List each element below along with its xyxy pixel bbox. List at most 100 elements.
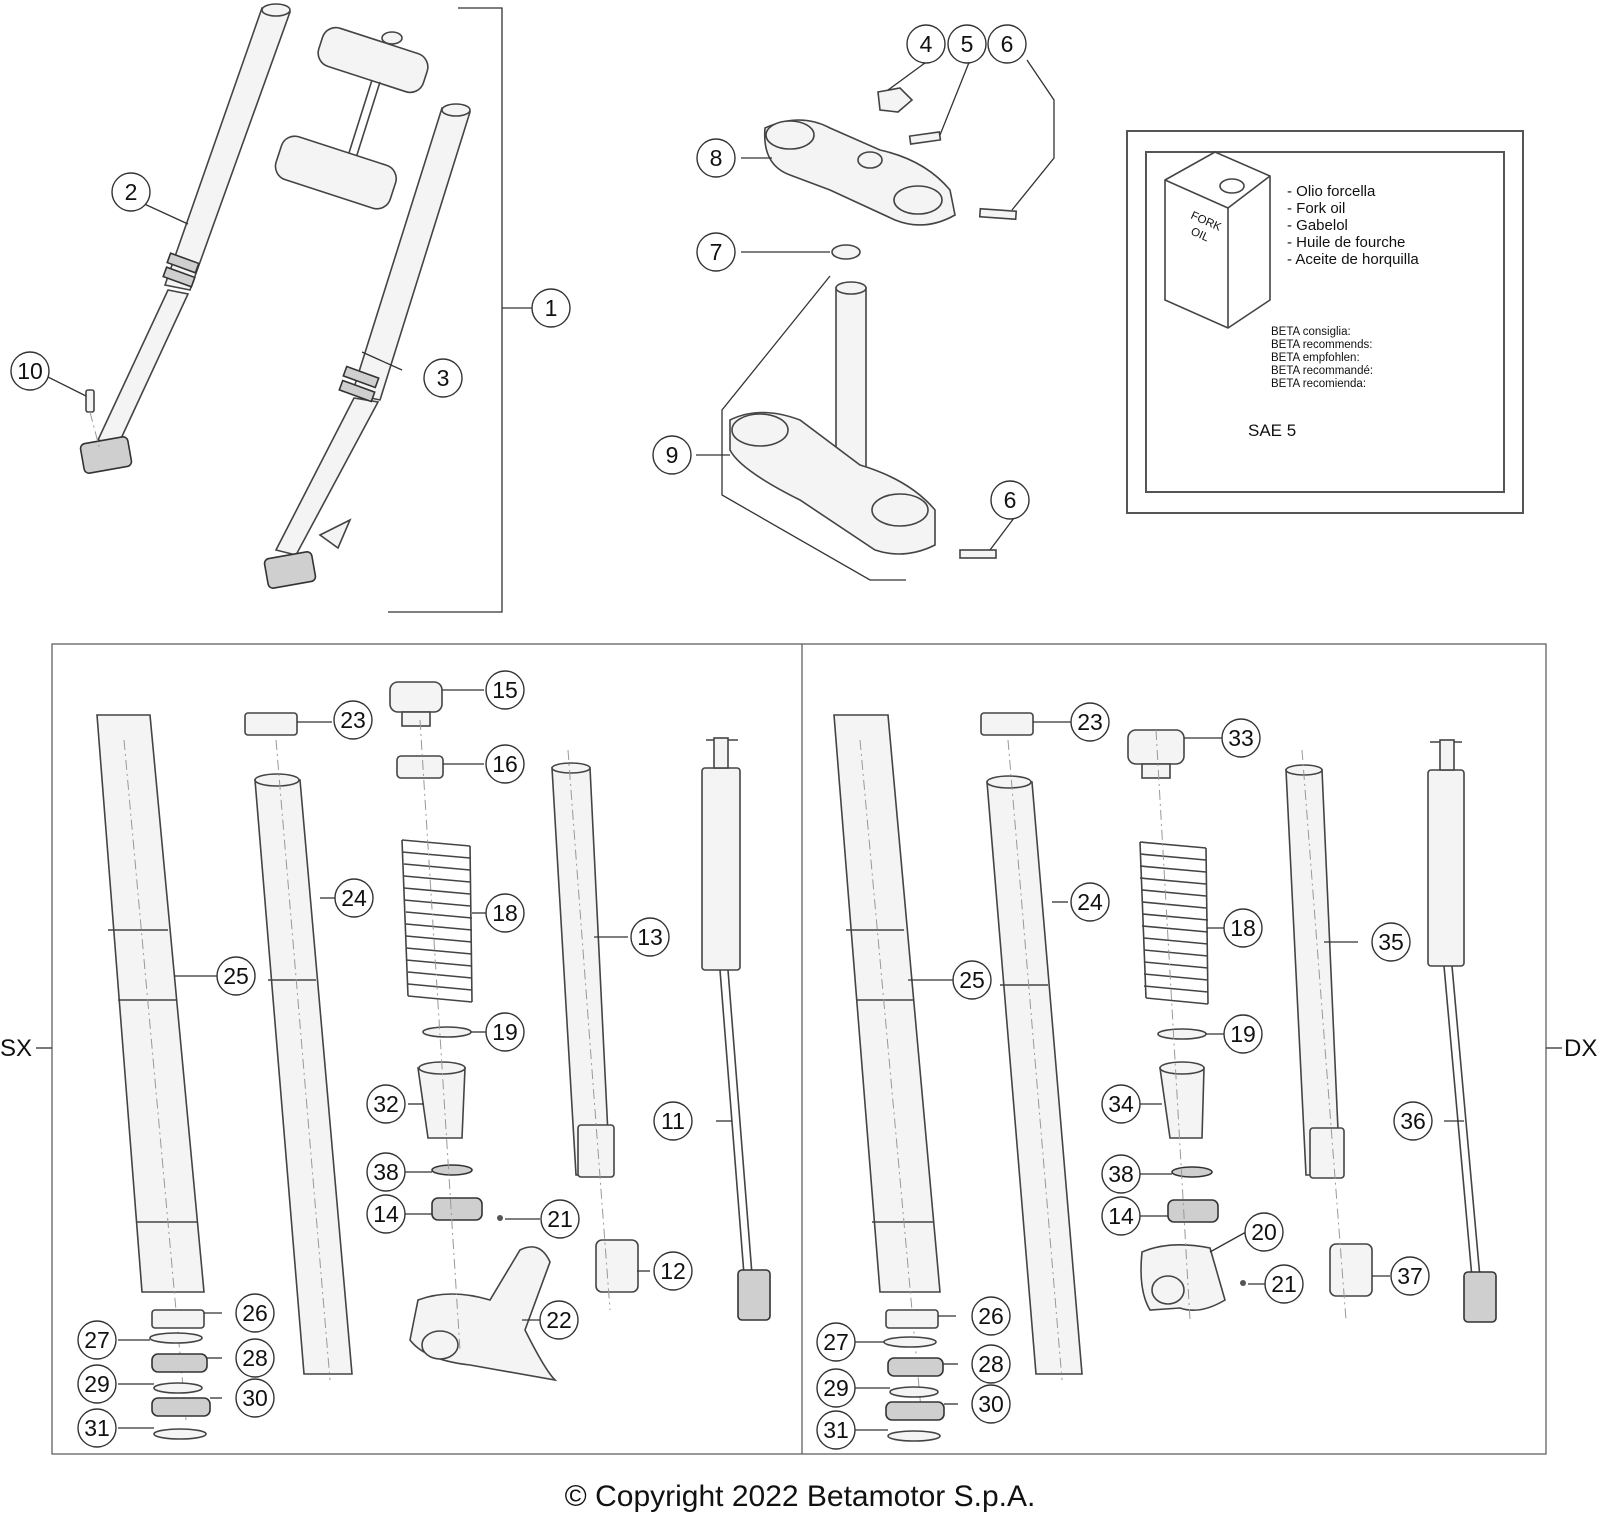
callout-sx-24: 24 <box>334 878 374 918</box>
svg-text:18: 18 <box>492 900 518 926</box>
svg-text:19: 19 <box>492 1019 518 1045</box>
svg-text:1: 1 <box>545 295 558 321</box>
callout-sx-15: 15 <box>485 670 525 710</box>
svg-text:23: 23 <box>340 707 366 733</box>
copyright-notice: © Copyright 2022 Betamotor S.p.A. <box>564 1480 1036 1513</box>
callout-4: 4 <box>906 24 946 64</box>
callout-dx-14: 14 <box>1101 1196 1141 1236</box>
oil-grade: SAE 5 <box>1248 421 1296 440</box>
recommends-es: BETA recomienda: <box>1271 378 1366 390</box>
svg-text:6: 6 <box>1004 487 1017 513</box>
svg-text:33: 33 <box>1228 725 1254 751</box>
svg-text:26: 26 <box>978 1303 1004 1329</box>
side-label-sx: SX <box>0 1035 32 1062</box>
callout-sx-29: 29 <box>77 1364 117 1404</box>
dx-exploded-view <box>833 712 1497 1442</box>
svg-text:7: 7 <box>710 239 723 265</box>
svg-text:31: 31 <box>823 1417 849 1443</box>
callout-7: 7 <box>696 232 736 272</box>
svg-text:38: 38 <box>373 1159 399 1185</box>
svg-text:21: 21 <box>547 1206 573 1232</box>
svg-text:5: 5 <box>961 31 974 57</box>
svg-text:4: 4 <box>920 31 933 57</box>
spring-dx <box>1139 841 1209 1005</box>
svg-text:28: 28 <box>978 1351 1004 1377</box>
callout-dx-34: 34 <box>1101 1084 1141 1124</box>
exploded-view-frame <box>51 643 1547 1455</box>
svg-text:30: 30 <box>242 1385 268 1411</box>
recommends-de: BETA empfohlen: <box>1271 352 1360 364</box>
callout-dx-24: 24 <box>1070 882 1110 922</box>
svg-text:24: 24 <box>1077 889 1103 915</box>
callout-sx-30: 30 <box>235 1378 275 1418</box>
callout-dx-20: 20 <box>1244 1212 1284 1252</box>
callout-5: 5 <box>947 24 987 64</box>
svg-text:32: 32 <box>373 1091 399 1117</box>
callout-dx-36: 36 <box>1393 1101 1433 1141</box>
svg-text:29: 29 <box>84 1371 110 1397</box>
callout-dx-35: 35 <box>1371 922 1411 962</box>
callouts: 1 2 3 4 5 6 6 7 8 9 10 15 16 23 24 25 18… <box>10 24 1433 1450</box>
callout-dx-26: 26 <box>971 1296 1011 1336</box>
svg-text:38: 38 <box>1108 1161 1134 1187</box>
callout-dx-25: 25 <box>952 960 992 1000</box>
svg-text:34: 34 <box>1108 1091 1134 1117</box>
callout-sx-32: 32 <box>366 1084 406 1124</box>
svg-text:19: 19 <box>1230 1021 1256 1047</box>
recommends-it: BETA consiglia: <box>1271 326 1351 338</box>
svg-text:27: 27 <box>84 1327 110 1353</box>
recommends-fr: BETA recommandé: <box>1271 365 1373 377</box>
callout-sx-16: 16 <box>485 744 525 784</box>
svg-text:9: 9 <box>666 442 679 468</box>
callout-sx-13: 13 <box>630 917 670 957</box>
fork-oil-box: FORK OIL - Olio forcella - Fork oil - Ga… <box>1126 130 1524 514</box>
callout-6-upper: 6 <box>987 24 1027 64</box>
svg-text:15: 15 <box>492 677 518 703</box>
callout-sx-12: 12 <box>653 1251 693 1291</box>
svg-text:37: 37 <box>1397 1263 1423 1289</box>
callout-sx-11: 11 <box>653 1101 693 1141</box>
oil-name-en: - Fork oil <box>1287 200 1345 217</box>
svg-text:27: 27 <box>823 1329 849 1355</box>
svg-text:14: 14 <box>373 1201 399 1227</box>
callout-dx-33: 33 <box>1221 718 1261 758</box>
svg-text:29: 29 <box>823 1375 849 1401</box>
svg-text:25: 25 <box>959 967 985 993</box>
callout-dx-19: 19 <box>1223 1014 1263 1054</box>
svg-text:30: 30 <box>978 1391 1004 1417</box>
svg-text:2: 2 <box>125 179 138 205</box>
callout-dx-28: 28 <box>971 1344 1011 1384</box>
callout-sx-23: 23 <box>333 700 373 740</box>
oil-name-fr: - Huile de fourche <box>1287 234 1405 251</box>
svg-text:26: 26 <box>242 1300 268 1326</box>
svg-text:11: 11 <box>661 1108 685 1134</box>
svg-text:36: 36 <box>1400 1108 1426 1134</box>
callout-8: 8 <box>696 138 736 178</box>
callout-sx-21: 21 <box>540 1199 580 1239</box>
svg-text:13: 13 <box>637 924 663 950</box>
svg-text:28: 28 <box>242 1345 268 1371</box>
sx-exploded-view <box>96 681 771 1440</box>
callout-dx-21: 21 <box>1264 1264 1304 1304</box>
callout-dx-31: 31 <box>816 1410 856 1450</box>
svg-text:20: 20 <box>1251 1219 1277 1245</box>
oil-name-es: - Aceite de horquilla <box>1287 251 1419 268</box>
callout-dx-18: 18 <box>1223 908 1263 948</box>
callout-9: 9 <box>652 435 692 475</box>
svg-text:25: 25 <box>223 963 249 989</box>
svg-text:23: 23 <box>1077 709 1103 735</box>
svg-text:35: 35 <box>1378 929 1404 955</box>
callout-sx-31: 31 <box>77 1408 117 1448</box>
callout-2: 2 <box>111 172 151 212</box>
svg-text:22: 22 <box>546 1307 572 1333</box>
callout-sx-19: 19 <box>485 1012 525 1052</box>
oil-name-de: - Gabelol <box>1287 217 1348 234</box>
spring-sx <box>401 839 473 1003</box>
callout-sx-27: 27 <box>77 1320 117 1360</box>
callout-sx-26: 26 <box>235 1293 275 1333</box>
callout-sx-38: 38 <box>366 1152 406 1192</box>
svg-text:18: 18 <box>1230 915 1256 941</box>
svg-text:6: 6 <box>1001 31 1014 57</box>
callout-dx-30: 30 <box>971 1384 1011 1424</box>
